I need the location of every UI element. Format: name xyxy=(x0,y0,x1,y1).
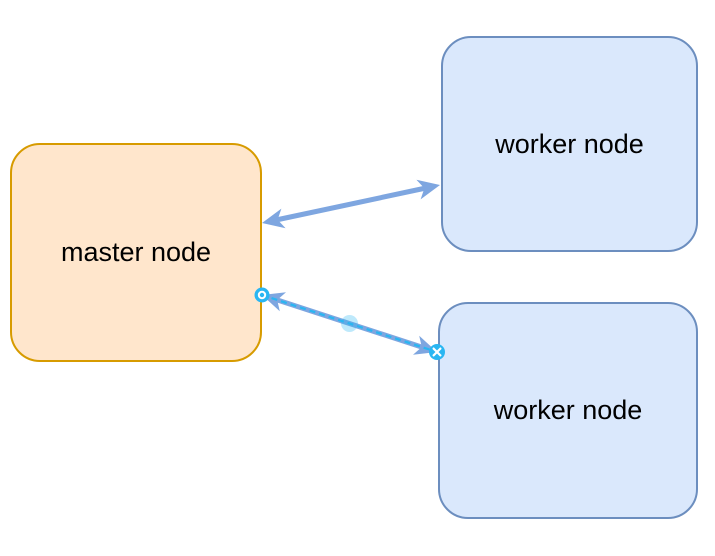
selection-dashed-line xyxy=(261,293,438,354)
node-worker-1[interactable]: worker node xyxy=(441,36,698,252)
arrowhead xyxy=(262,208,286,229)
node-master-label: master node xyxy=(60,237,212,267)
edge-source-ring-handle[interactable] xyxy=(254,287,270,303)
node-worker-2[interactable]: worker node xyxy=(438,302,698,519)
node-worker-2-label: worker node xyxy=(493,395,643,425)
edge-midpoint-handle[interactable] xyxy=(341,315,358,332)
edge-target-x-handle[interactable] xyxy=(429,344,445,360)
node-master[interactable]: master node xyxy=(10,143,262,362)
edge-master-worker1[interactable] xyxy=(262,179,440,229)
node-worker-1-label: worker node xyxy=(495,128,644,159)
edge-shaft xyxy=(276,185,426,223)
selected-edge-overlay xyxy=(254,287,445,360)
arrowhead xyxy=(416,179,440,200)
